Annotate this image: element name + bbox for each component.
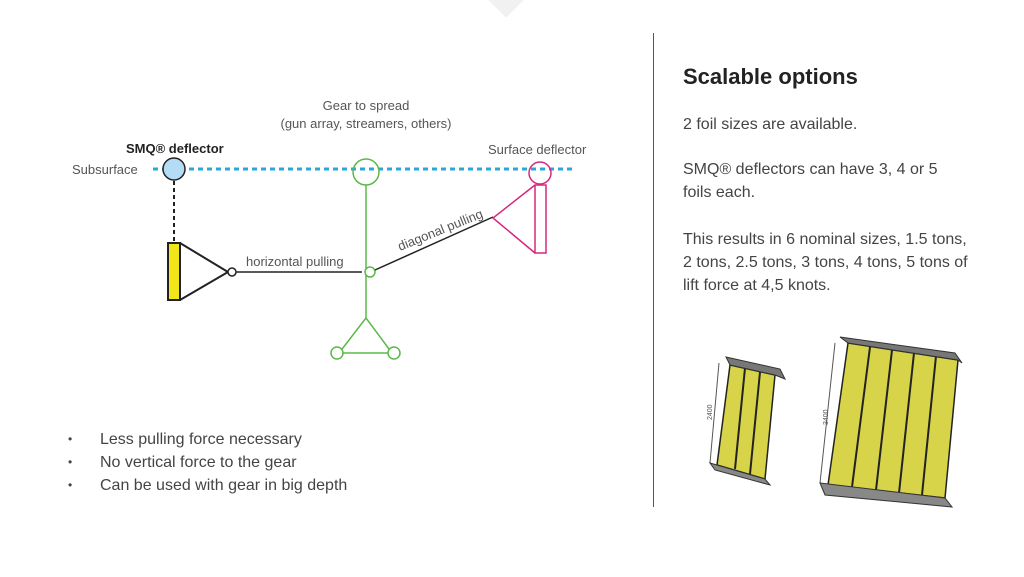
- paragraph-foil-sizes: 2 foil sizes are available.: [683, 116, 858, 133]
- gear-label: Gear to spread: [323, 98, 410, 113]
- list-item: •Less pulling force necessary: [68, 431, 302, 448]
- gear-node: [330, 346, 344, 360]
- list-item: •Can be used with gear in big depth: [68, 477, 348, 494]
- smq-bridle: [179, 242, 230, 301]
- diagonal-pulling-label: diagonal pulling: [396, 206, 485, 254]
- small-deflector-image: 2400: [707, 356, 787, 486]
- horizontal-pulling-label: horizontal pulling: [246, 254, 344, 269]
- bullet-text: No vertical force to the gear: [100, 454, 297, 471]
- benefit-list: •Less pulling force necessary •No vertic…: [68, 428, 347, 497]
- gear-node: [387, 346, 401, 360]
- paragraph-foil-count: SMQ® deflectors can have 3, 4 or 5 foils…: [683, 161, 938, 201]
- paragraph-nominal-sizes: This results in 6 nominal sizes, 1.5 ton…: [683, 231, 968, 294]
- surface-deflector-label: Surface deflector: [488, 142, 587, 157]
- surface-float: [528, 161, 552, 185]
- smq-foil: [167, 242, 181, 301]
- gear-float: [352, 158, 380, 186]
- list-item: •No vertical force to the gear: [68, 454, 297, 471]
- small-dimension-label: 2400: [707, 404, 714, 420]
- bullet-text: Less pulling force necessary: [100, 431, 302, 448]
- large-dimension-label: 3400: [823, 409, 830, 425]
- deflector-images: 2400 3400: [707, 336, 963, 508]
- diagonal-line: [374, 216, 494, 271]
- smq-tow-point: [227, 267, 237, 277]
- bullet-text: Can be used with gear in big depth: [100, 477, 348, 494]
- large-deflector-image: 3400: [819, 336, 963, 508]
- gear-triangle: [337, 316, 394, 354]
- divider: [653, 33, 654, 507]
- surface-foil: [534, 184, 547, 254]
- surface-bridle: [491, 184, 536, 254]
- gear-sublabel: (gun array, streamers, others): [281, 116, 452, 131]
- smq-float: [162, 157, 186, 181]
- subsurface-label: Subsurface: [72, 162, 138, 177]
- section-title: Scalable options: [683, 64, 858, 89]
- gear-tow-point: [364, 266, 376, 278]
- smq-deflector-label: SMQ® deflector: [126, 141, 224, 156]
- pulling-diagram: Subsurface SMQ® deflector horizontal pul…: [72, 98, 587, 360]
